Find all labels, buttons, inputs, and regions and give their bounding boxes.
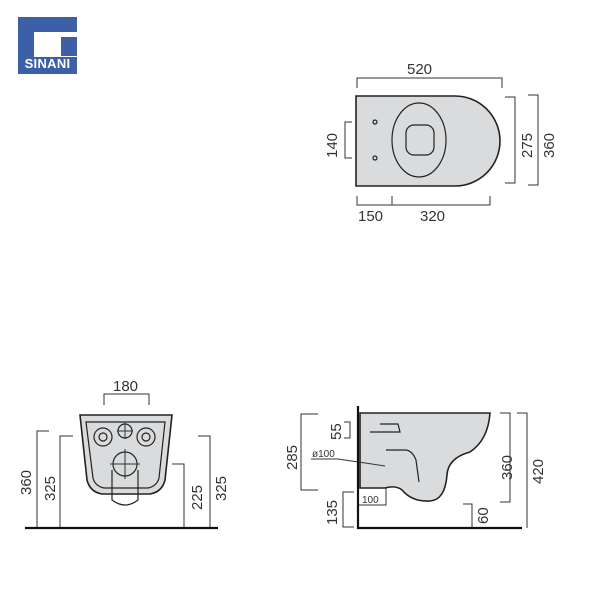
fixing-right (136, 427, 156, 447)
dim-60: 60 (475, 507, 492, 524)
bowl-opening (405, 124, 435, 156)
dim-325-left: 325 (42, 476, 59, 501)
dim-line-420 (517, 412, 528, 528)
dim-line-55 (344, 421, 351, 439)
dim-line-180 (103, 393, 150, 405)
dim-140: 140 (324, 133, 341, 158)
dim-360: 360 (541, 133, 558, 158)
dim-line-285 (300, 413, 318, 491)
dim-225: 225 (189, 485, 206, 510)
dim-360-side: 360 (499, 455, 516, 480)
inner-outline (85, 421, 166, 489)
fixing-right-inner (141, 432, 151, 442)
toilet-side-outline (359, 412, 491, 502)
dim-100: 100 (362, 495, 379, 506)
dim-180: 180 (113, 378, 138, 395)
dim-275: 275 (519, 133, 536, 158)
dim-325-right: 325 (213, 476, 230, 501)
seat-ring (391, 102, 447, 178)
dim-line-360 (528, 94, 539, 186)
dim-line-100 (358, 488, 387, 506)
fixing-hole (372, 155, 378, 161)
dim-line-135 (342, 491, 354, 528)
dim-320: 320 (420, 208, 445, 225)
fixing-hole (372, 119, 378, 125)
dim-520: 520 (407, 61, 432, 78)
internal-channels (370, 423, 420, 483)
leader-100 (311, 458, 386, 467)
dim-line-bottom (356, 196, 491, 206)
dim-line-360-side (500, 412, 511, 503)
dim-lines-right (172, 435, 211, 528)
outlet-spigot (111, 470, 139, 506)
toilet-front-outline (79, 414, 173, 495)
fixing-left (93, 427, 113, 447)
dim-line-60 (463, 503, 473, 528)
dim-420: 420 (530, 459, 547, 484)
dim-135: 135 (324, 500, 341, 525)
sinani-logo: SINANI (18, 17, 77, 74)
front-view: 180 360 325 225 325 (18, 378, 230, 530)
dim-360-front: 360 (18, 470, 35, 495)
dim-d100: ø100 (312, 449, 335, 460)
centre-lines (110, 423, 140, 479)
dim-lines-left (36, 430, 73, 528)
fixing-left-inner (98, 432, 108, 442)
dim-55: 55 (328, 423, 345, 440)
dim-150: 150 (358, 208, 383, 225)
toilet-top-outline (355, 95, 501, 187)
side-view: 55 285 ø100 100 135 60 360 420 (284, 406, 547, 530)
dim-line-275 (505, 96, 516, 184)
dim-line-140 (344, 121, 352, 159)
dim-285: 285 (284, 445, 301, 470)
dim-line-520 (356, 77, 503, 88)
top-view: 520 140 275 360 150 320 (324, 61, 558, 225)
